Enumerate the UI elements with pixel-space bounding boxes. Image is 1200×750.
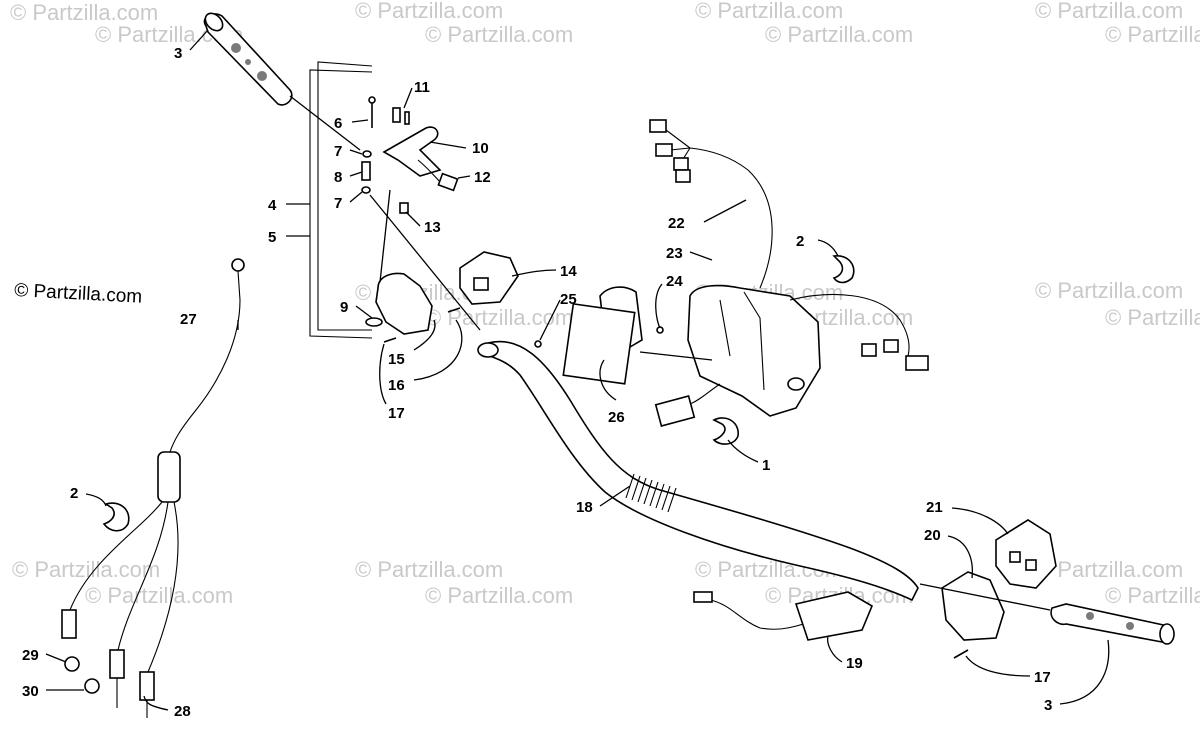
watermark: © Partzilla.com [1105,22,1200,47]
callout-7: 7 [334,143,342,160]
group-bracket [309,61,373,339]
right-switch-housing [941,519,1057,659]
left-grip [203,12,293,106]
right-grip [1050,603,1175,645]
callout-25: 25 [560,291,577,308]
watermark: © Partzilla.com [425,22,573,47]
callout-8: 8 [334,169,342,186]
callout-9: 9 [340,299,348,316]
callout-17: 17 [388,405,405,422]
watermark: © Partzilla.com [85,583,233,608]
clamps [102,255,855,532]
callout-3: 3 [174,45,182,62]
callout-22: 22 [668,215,685,232]
callout-6: 6 [334,115,342,132]
callout-28: 28 [174,703,191,720]
watermark: © Partzilla.com [1035,0,1183,23]
watermark: © Partzilla.com [12,557,160,582]
callout-7: 7 [334,195,342,212]
leader-lines [45,29,1110,711]
switch-14 [459,251,519,305]
throttle-cable [61,258,245,718]
callout-21: 21 [926,499,943,516]
callout-15: 15 [388,351,405,368]
watermark: © Partzilla.com [1035,278,1183,303]
control-housing-23 [687,284,821,417]
callout-5: 5 [268,229,276,246]
callout-19: 19 [846,655,863,672]
watermark: © Partzilla.com [425,583,573,608]
wire-harness-22 [649,119,929,428]
watermark: © Partzilla.com [425,305,573,330]
callout-29: 29 [22,647,39,664]
watermark: © Partzilla.com [695,0,843,23]
watermark-prominent: © Partzilla.com [14,280,143,308]
callout-13: 13 [424,219,441,236]
watermark: © Partzilla.com [355,557,503,582]
callouts: 3 11 6 10 7 8 12 4 7 13 5 22 2 23 14 24 … [22,45,1052,720]
callout-2: 2 [796,233,804,250]
cover-24 [534,286,664,385]
callout-20: 20 [924,527,941,544]
callout-11: 11 [414,79,430,96]
callout-10: 10 [472,140,489,157]
callout-30: 30 [22,683,39,700]
callout-27: 27 [180,311,197,328]
left-switch-housing [365,272,461,343]
lever-assembly [361,96,459,214]
callout-24: 24 [666,273,683,290]
handlebar-knurl [625,473,677,513]
callout-1: 1 [762,457,770,474]
watermark: © Partzilla.com [765,22,913,47]
callout-18: 18 [576,499,593,516]
callout-2: 2 [70,485,78,502]
callout-16: 16 [388,377,405,394]
callout-17: 17 [1034,669,1051,686]
callout-12: 12 [474,169,491,186]
watermark: © Partzilla.com [355,0,503,23]
watermark: © Partzilla.com [1035,557,1183,582]
callout-23: 23 [666,245,683,262]
callout-26: 26 [608,409,625,426]
callout-4: 4 [268,197,277,214]
watermark: © Partzilla.com [10,0,158,25]
watermark: © Partzilla.com [1105,583,1200,608]
watermark: © Partzilla.com [1105,305,1200,330]
callout-14: 14 [560,263,577,280]
connector-19 [693,591,874,641]
handlebar [477,340,919,602]
callout-3: 3 [1044,697,1052,714]
